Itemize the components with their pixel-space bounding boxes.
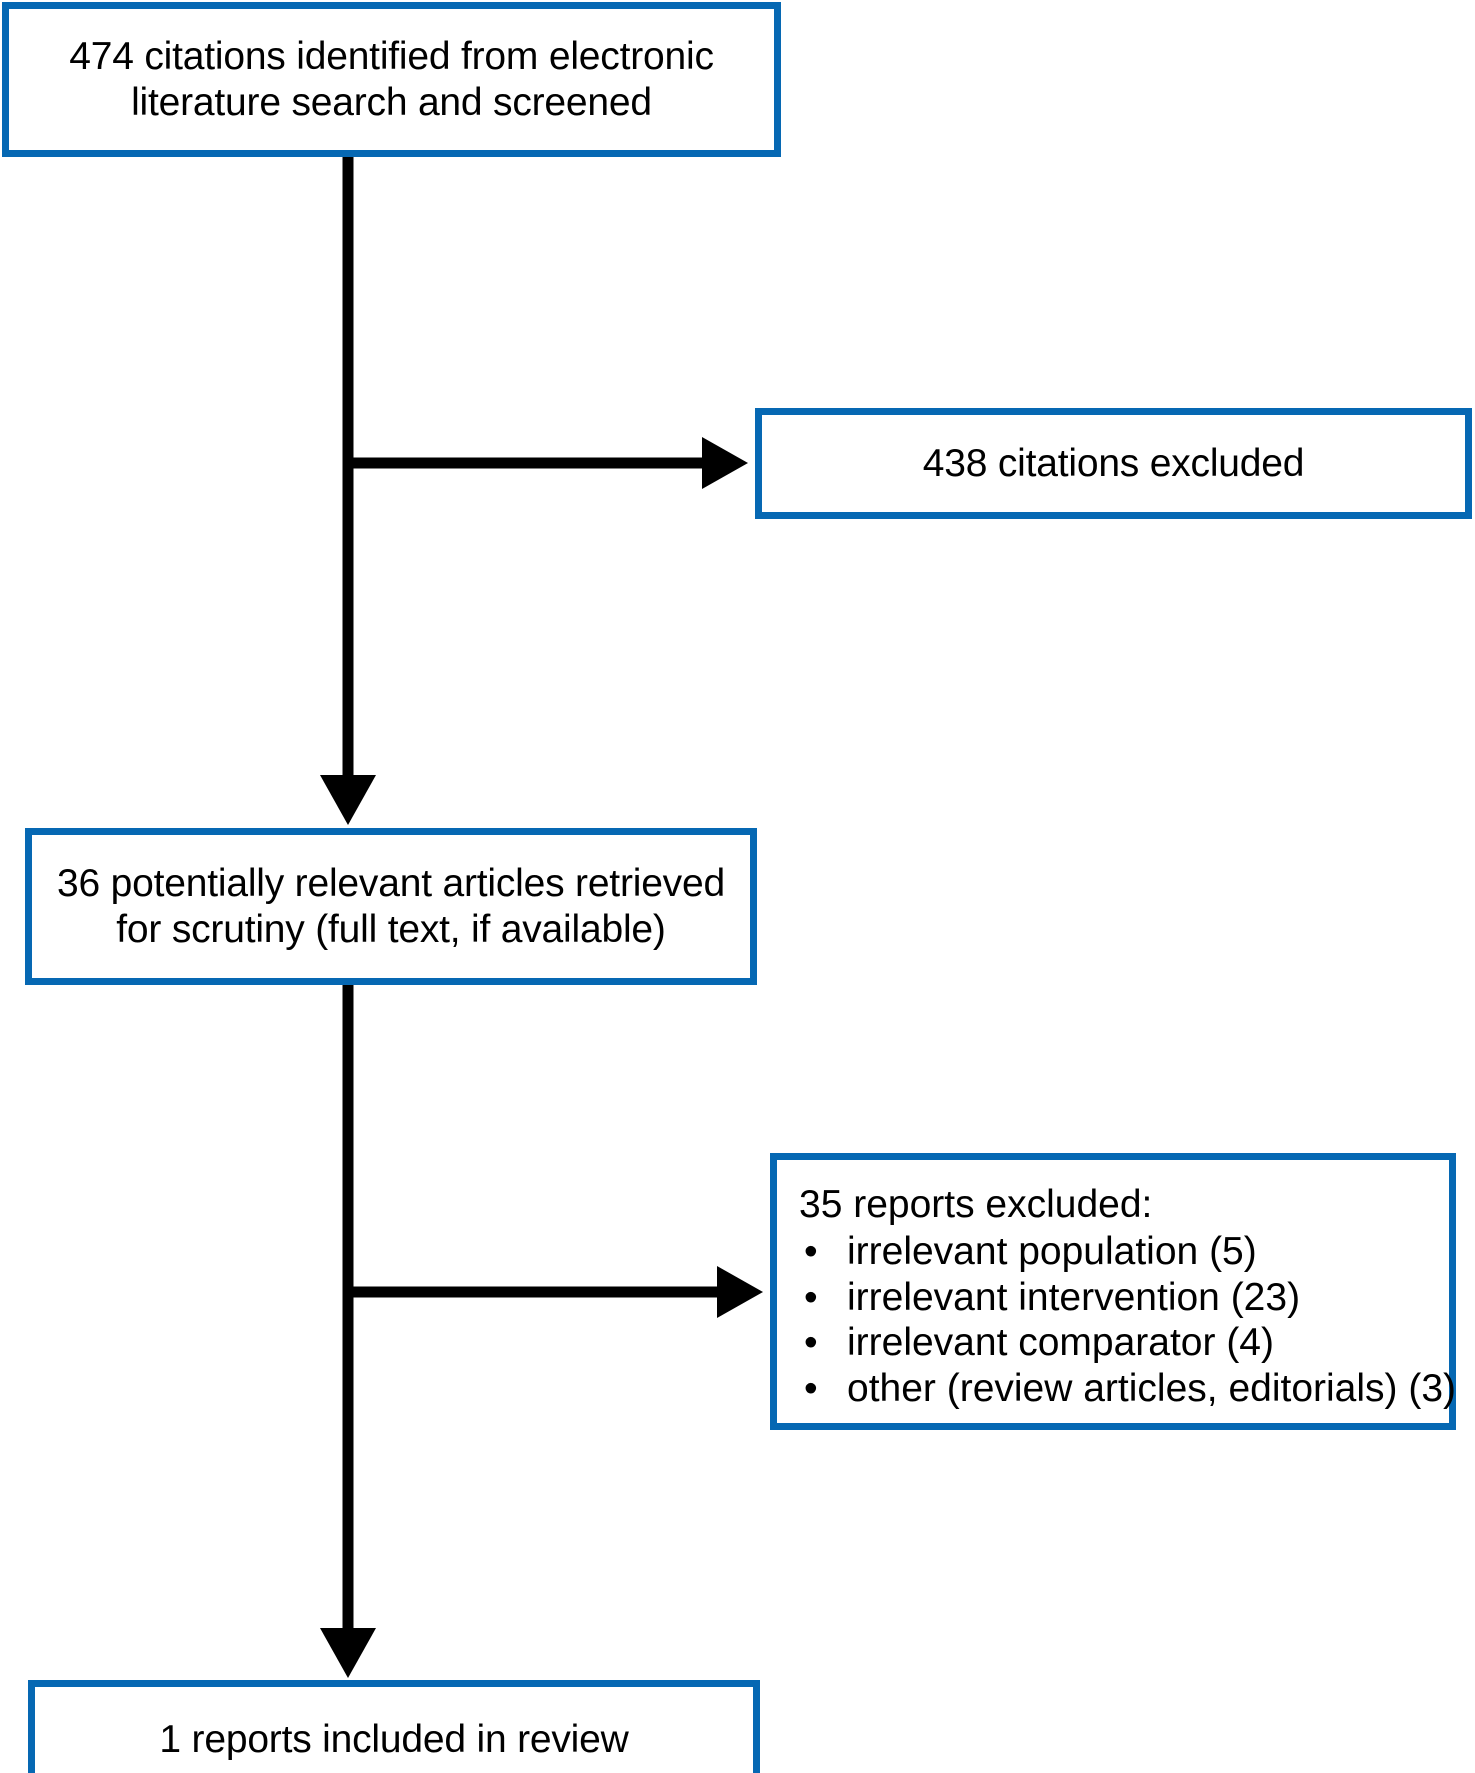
node-reports-included-label: 1 reports included in review: [159, 1718, 629, 1762]
arrowhead-right-to-reports-excluded: [717, 1266, 763, 1318]
list-item-label: irrelevant population (5): [847, 1230, 1257, 1274]
list-item-label: irrelevant intervention (23): [847, 1275, 1301, 1319]
node-citations-excluded-label: 438 citations excluded: [922, 441, 1305, 485]
node-reports-excluded: 35 reports excluded: • irrelevant popula…: [770, 1153, 1456, 1430]
list-item-label: other (review articles, editorials) (3): [847, 1366, 1457, 1410]
arrowhead-down-to-included: [320, 1628, 376, 1678]
node-citations-excluded: 438 citations excluded: [755, 408, 1472, 519]
list-item: • irrelevant population (5): [799, 1229, 1456, 1275]
node-articles-retrieved-label: 36 potentially relevant articles retriev…: [57, 862, 725, 951]
bullet-icon: •: [804, 1321, 818, 1365]
node-articles-retrieved: 36 potentially relevant articles retriev…: [25, 828, 757, 985]
list-item: • irrelevant comparator (4): [799, 1320, 1456, 1366]
reports-excluded-content: 35 reports excluded: • irrelevant popula…: [777, 1160, 1456, 1412]
bullet-icon: •: [804, 1275, 818, 1319]
list-item: • irrelevant intervention (23): [799, 1275, 1456, 1321]
bullet-icon: •: [804, 1366, 818, 1410]
list-item: • other (review articles, editorials) (3…: [799, 1366, 1456, 1412]
arrowhead-right-to-citations-excluded: [702, 437, 748, 489]
reports-excluded-title: 35 reports excluded:: [799, 1183, 1153, 1226]
node-citations-identified-label: 474 citations identified from electronic…: [69, 35, 714, 124]
node-citations-identified: 474 citations identified from electronic…: [2, 2, 781, 157]
bullet-icon: •: [804, 1230, 818, 1274]
list-item-label: irrelevant comparator (4): [847, 1321, 1274, 1365]
reports-excluded-reason-list: • irrelevant population (5) • irrelevant…: [799, 1229, 1456, 1412]
arrowhead-down-to-retrieved: [320, 775, 376, 825]
node-reports-included: 1 reports included in review: [28, 1680, 760, 1773]
